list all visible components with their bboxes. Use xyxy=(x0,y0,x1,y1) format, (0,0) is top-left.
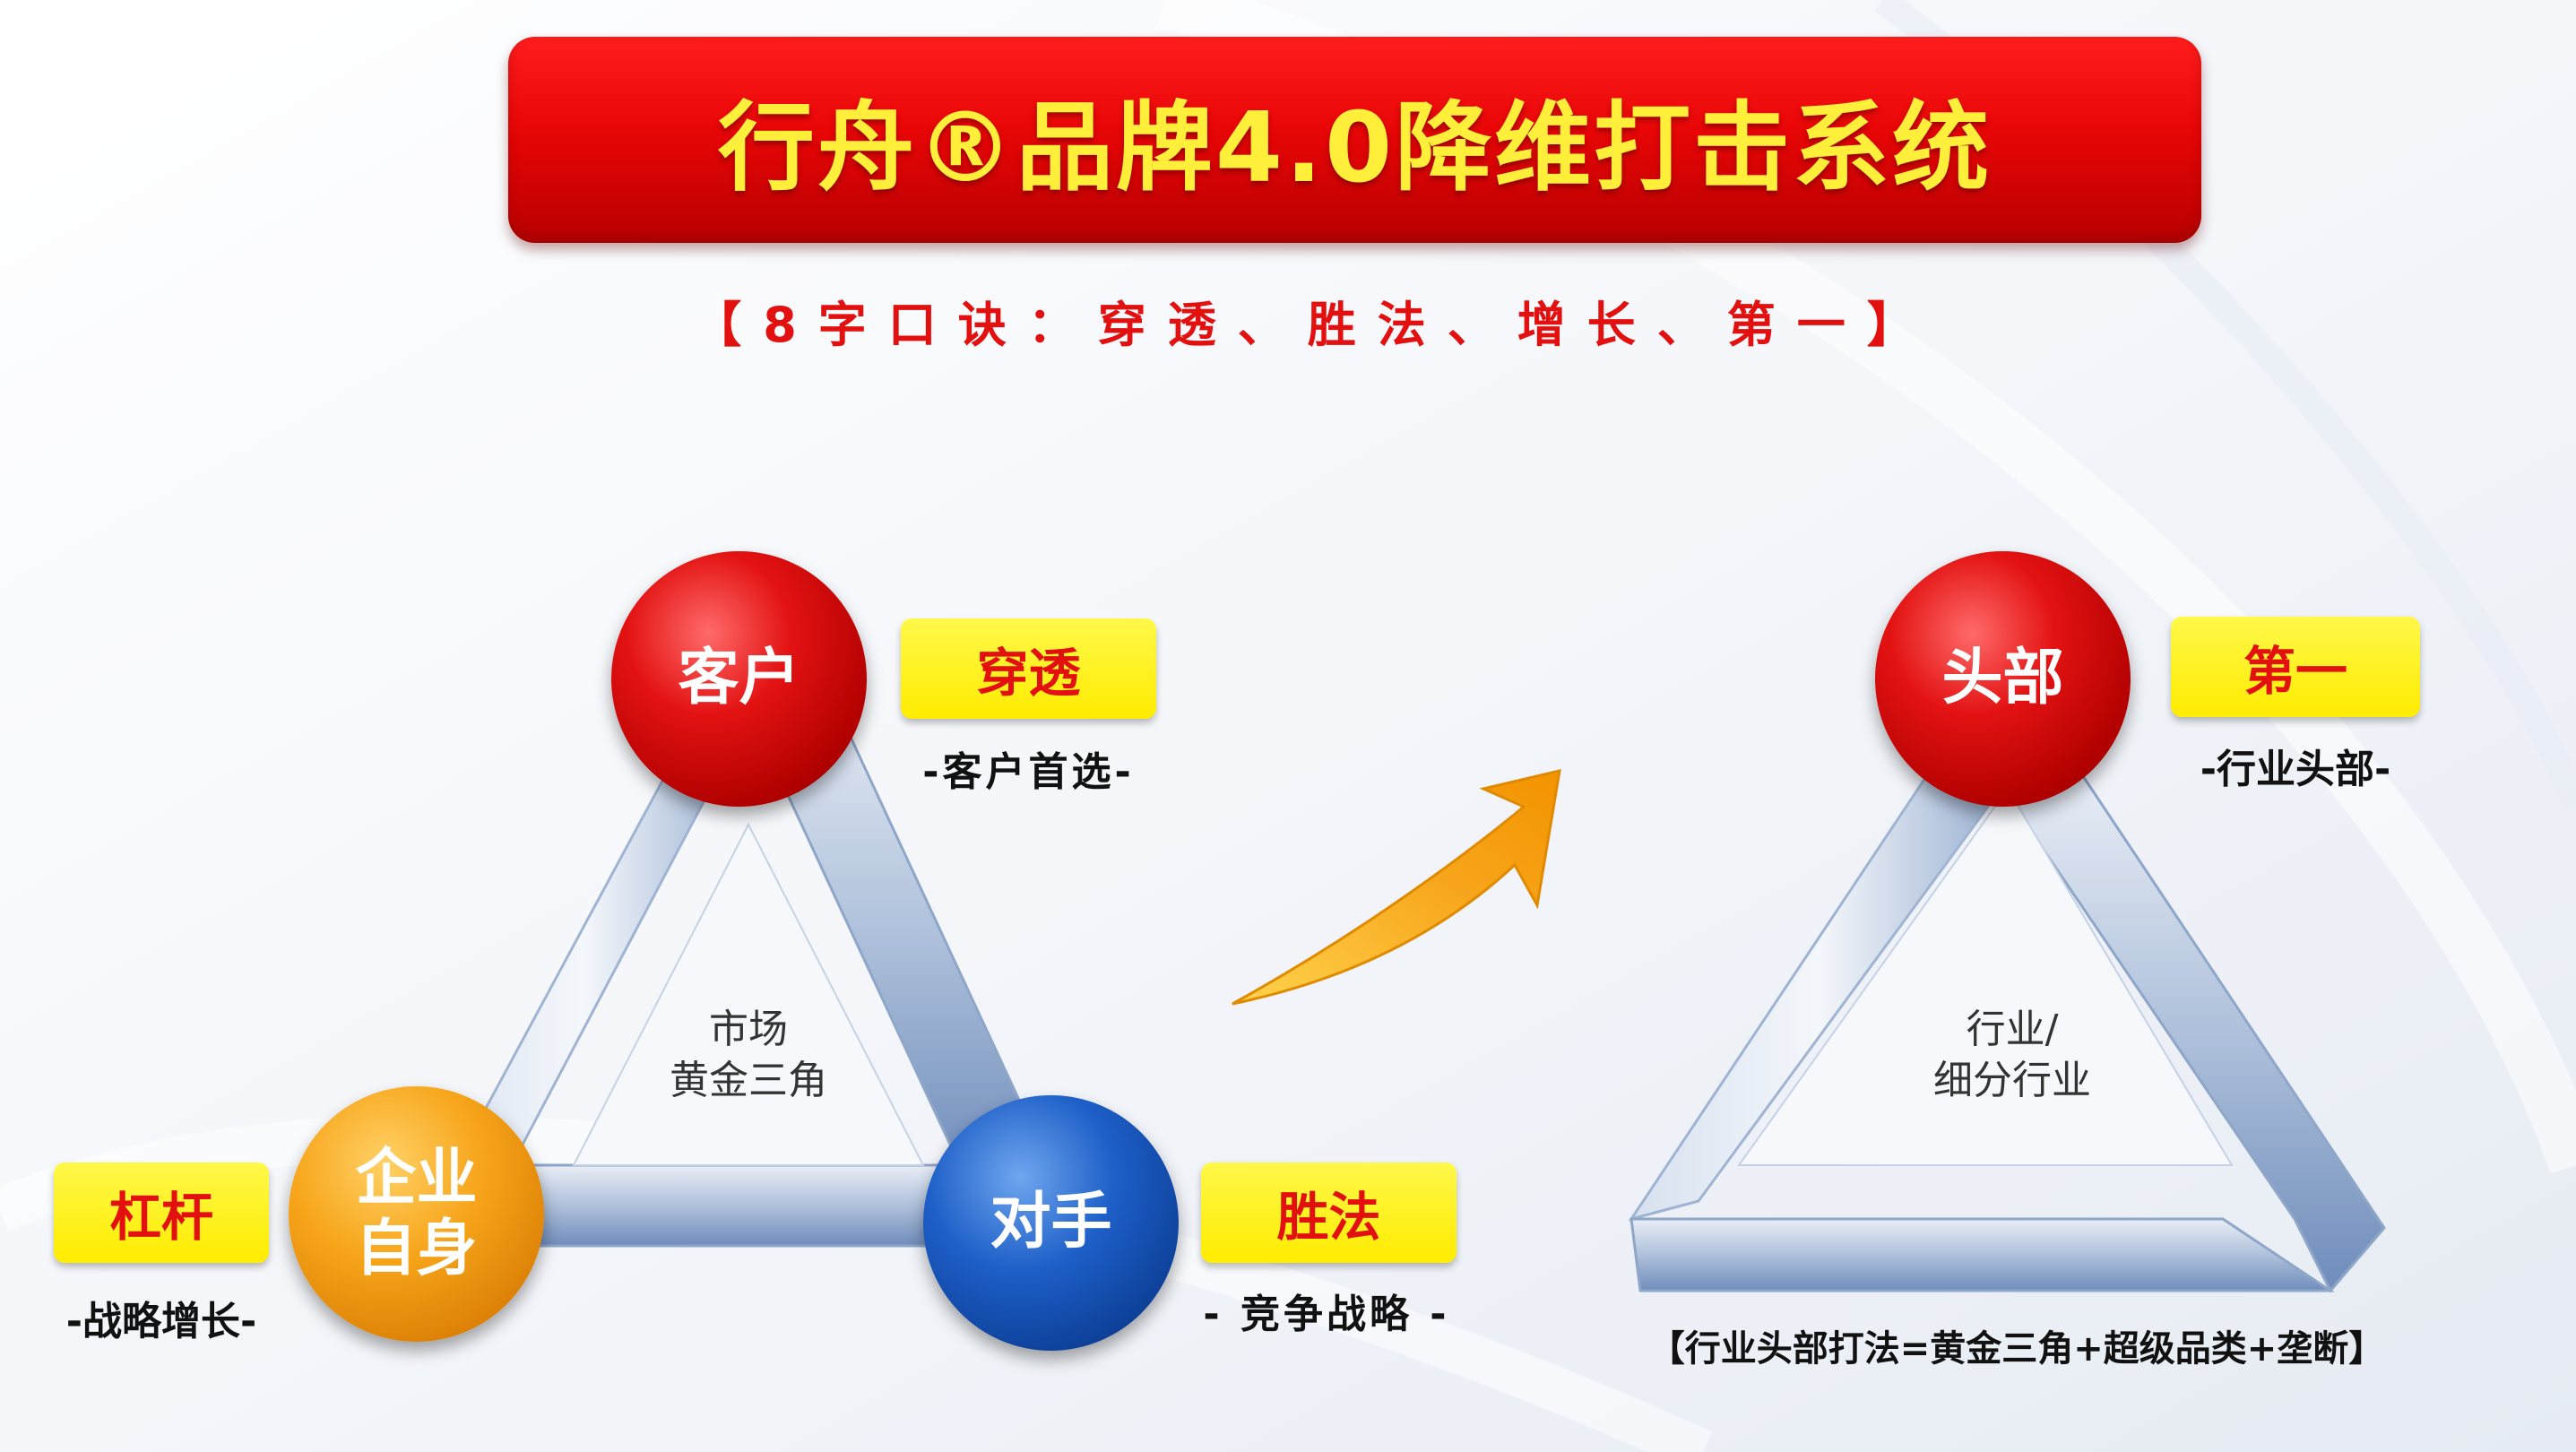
node-enterprise-line-2: 自身 xyxy=(355,1213,478,1284)
center-line-2: 细分行业 xyxy=(1933,1058,2091,1104)
right-triangle-frame xyxy=(1628,760,2386,1293)
tag-first: 第一 xyxy=(2171,617,2420,717)
node-head: 头部 xyxy=(1875,551,2131,807)
tag-leverage-label: 杠杆 xyxy=(108,1187,213,1248)
caption-head: -行业头部- xyxy=(2200,747,2391,792)
tag-win-method-label: 胜法 xyxy=(1276,1187,1381,1248)
right-triangle-footer: 【行业头部打法=黄金三角+超级品类+垄断】 xyxy=(1648,1328,2385,1370)
caption-competitor: - 竞争战略 - xyxy=(1203,1292,1450,1337)
tag-first-label: 第一 xyxy=(2243,641,2347,702)
center-line-1: 市场 xyxy=(709,1007,788,1052)
right-triangle-center-label: 行业/ 细分行业 xyxy=(1891,1004,2133,1106)
center-line-1: 行业/ xyxy=(1966,1007,2059,1052)
tag-leverage: 杠杆 xyxy=(54,1162,269,1263)
caption-customer: -客户首选- xyxy=(922,749,1135,795)
node-competitor-label: 对手 xyxy=(990,1187,1112,1258)
subtitle: 【8字口诀：穿透、胜法、增长、第一】 xyxy=(693,297,1937,353)
node-customer-label: 客户 xyxy=(678,643,800,714)
node-enterprise-line-1: 企业 xyxy=(355,1143,478,1214)
tag-penetrate-label: 穿透 xyxy=(976,643,1081,704)
node-enterprise: 企业 自身 xyxy=(289,1086,544,1342)
node-customer: 客户 xyxy=(611,551,867,807)
title-banner: 行舟®品牌4.0降维打击系统 xyxy=(508,37,2201,243)
caption-enterprise: -战略增长- xyxy=(65,1299,257,1344)
node-head-label: 头部 xyxy=(1941,643,2064,714)
tag-penetrate: 穿透 xyxy=(901,618,1156,719)
center-line-2: 黄金三角 xyxy=(670,1058,827,1104)
node-competitor: 对手 xyxy=(923,1095,1179,1351)
tag-win-method: 胜法 xyxy=(1201,1162,1457,1263)
page-title: 行舟®品牌4.0降维打击系统 xyxy=(717,92,1993,204)
left-triangle-center-label: 市场 黄金三角 xyxy=(627,1004,869,1106)
arrow-icon xyxy=(1232,769,1561,1006)
